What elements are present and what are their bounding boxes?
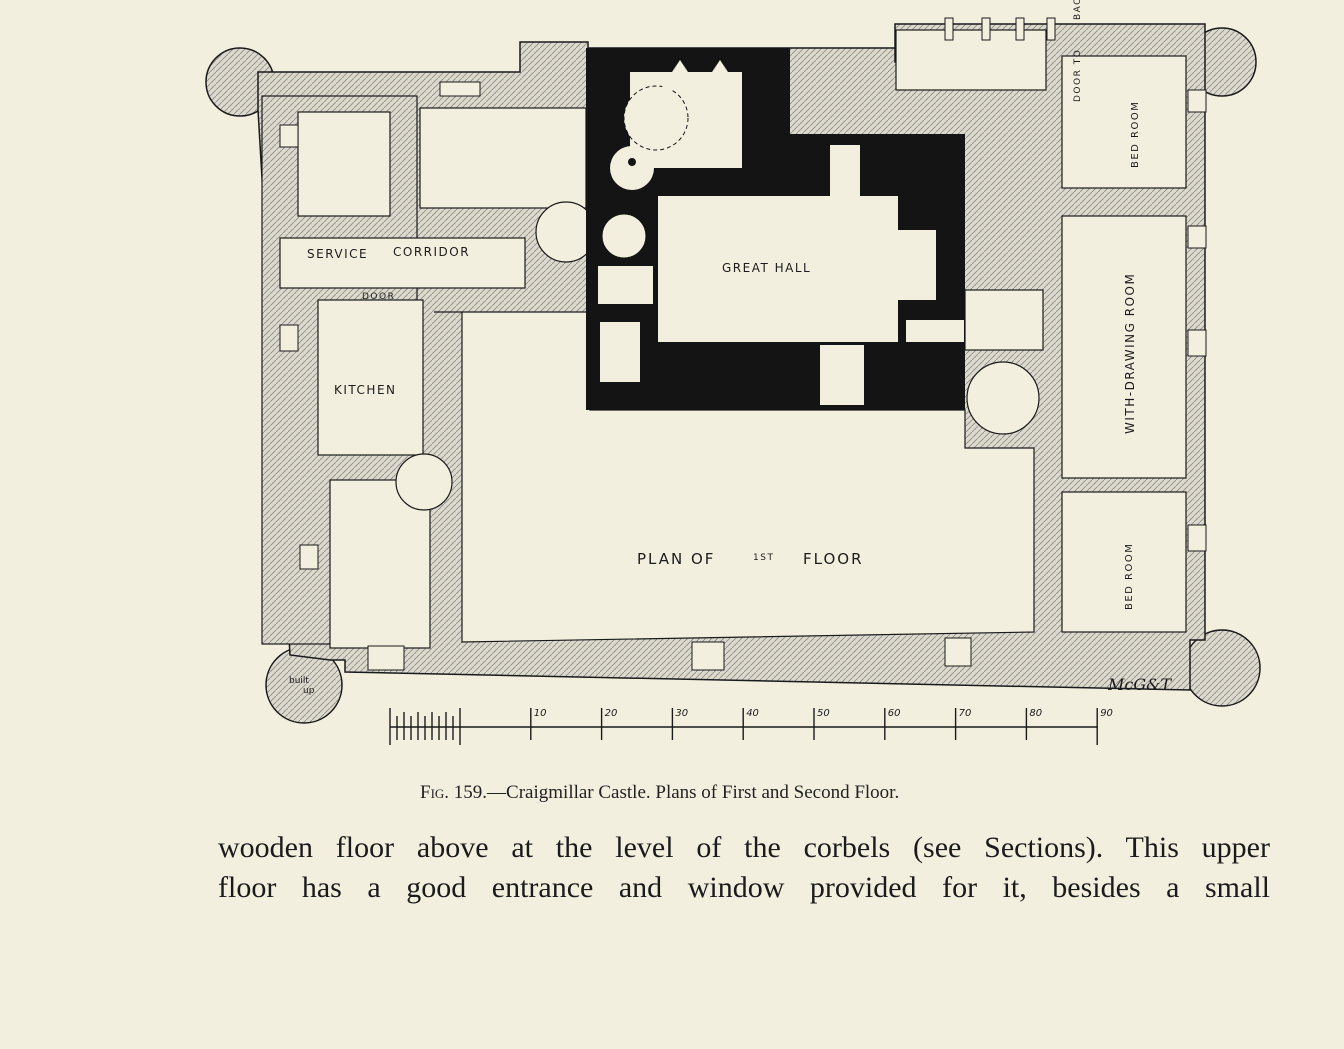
openings: [279, 17, 1207, 671]
figure-number: Fig. 159.: [420, 782, 488, 803]
label-door-to: DOOR TO: [1073, 49, 1083, 102]
figure-caption: Fig. 159.—Craigmillar Castle. Plans of F…: [420, 782, 899, 804]
label-built: built: [289, 676, 309, 686]
label-door: DOOR: [362, 292, 395, 302]
scale-label: 80: [1029, 708, 1042, 719]
scale-bar: [389, 708, 1098, 745]
body-line-1: wooden floor above at the level of the c…: [218, 831, 1270, 864]
label-plan-title-sup: 1ST: [753, 553, 774, 563]
scale-label: 60: [888, 708, 901, 719]
scale-label: 30: [675, 708, 688, 719]
label-plan-title-2: FLOOR: [803, 550, 864, 568]
great-hall-block: [586, 48, 965, 410]
rooms: [279, 29, 1187, 649]
figure-caption-text: —Craigmillar Castle. Plans of First and …: [487, 782, 900, 803]
body-line-2: floor has a good entrance and window pro…: [218, 871, 1270, 904]
body-paragraph: wooden floor above at the level of the c…: [218, 828, 1270, 908]
label-service: SERVICE: [307, 247, 368, 261]
scale-label: 70: [959, 708, 972, 719]
scale-label: 50: [817, 708, 830, 719]
label-great-hall: GREAT HALL: [722, 261, 811, 275]
label-withdrawing-room: WITH-DRAWING ROOM: [1123, 273, 1137, 434]
signature: McG&T: [1107, 675, 1172, 694]
label-kitchen: KITCHEN: [334, 383, 397, 397]
scale-label: 10: [534, 708, 547, 719]
floor-plan: SERVICE CORRIDOR DOOR KITCHEN GREAT HALL…: [205, 0, 1261, 745]
label-plan-title-1: PLAN OF: [637, 550, 715, 568]
scale-label: 20: [605, 708, 618, 719]
label-corridor: CORRIDOR: [393, 245, 470, 259]
scale-label: 40: [746, 708, 759, 719]
label-door-to-suffix: BAC: [1073, 0, 1083, 20]
scale-label: 90: [1100, 708, 1113, 719]
label-up: up: [303, 686, 315, 696]
label-bed-room-north: BED ROOM: [1130, 101, 1141, 168]
label-bed-room-south: BED ROOM: [1124, 543, 1135, 610]
scale-labels: 10 20 30 40 50 60 70 80 90: [534, 708, 1113, 719]
